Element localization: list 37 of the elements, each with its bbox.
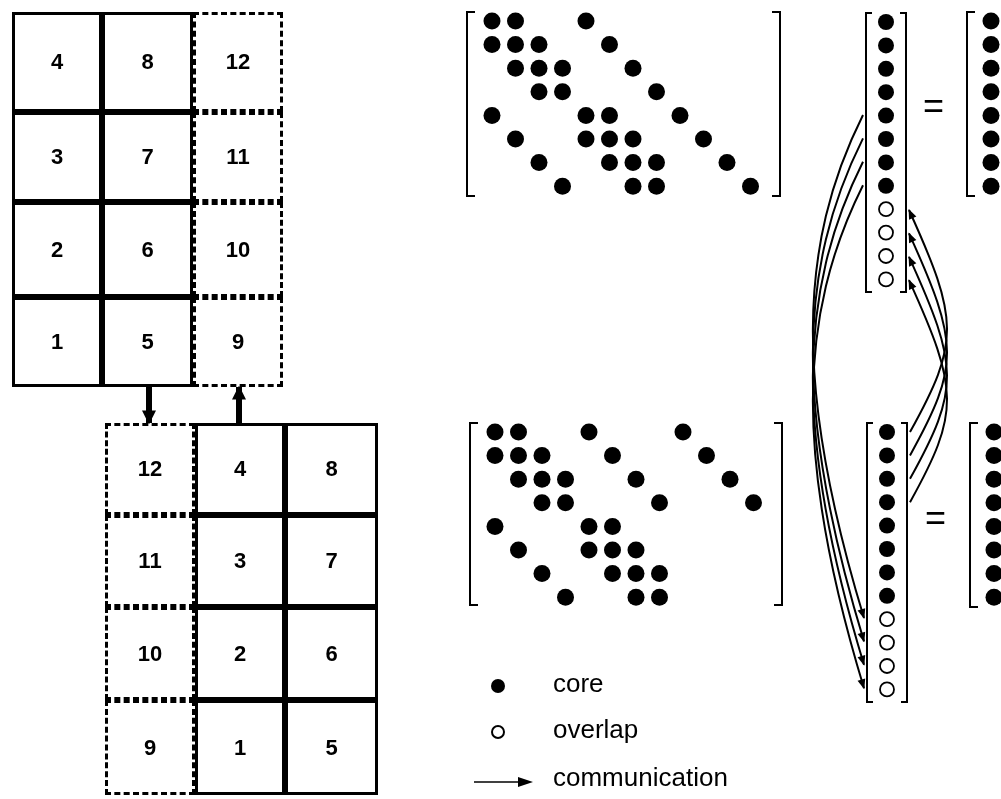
equals-sign: = <box>923 88 945 124</box>
arrow <box>908 232 948 457</box>
arrow <box>232 385 246 423</box>
overlap-cell: 11 <box>105 515 195 607</box>
core-cell: 4 <box>12 12 102 112</box>
equals-sign: = <box>925 500 947 536</box>
core-cell: 1 <box>195 700 285 795</box>
core-cell: 1 <box>12 297 102 387</box>
overlap-cell: 10 <box>105 607 195 700</box>
legend-label: overlap <box>553 716 639 742</box>
core-cell: 6 <box>285 607 378 700</box>
vector-drawing <box>866 422 908 703</box>
overlap-cell: 11 <box>193 112 283 202</box>
overlap-cell: 12 <box>193 12 283 112</box>
core-cell: 5 <box>102 297 193 387</box>
core-cell: 7 <box>285 515 378 607</box>
core-cell: 5 <box>285 700 378 795</box>
legend-label: communication <box>553 764 728 790</box>
vector-drawing <box>865 12 907 293</box>
legend-label: core <box>553 670 604 696</box>
core-cell: 8 <box>102 12 193 112</box>
core-cell: 3 <box>195 515 285 607</box>
arrow <box>908 255 948 480</box>
core-cell: 8 <box>285 423 378 515</box>
core-cell: 2 <box>195 607 285 700</box>
arrow <box>142 387 156 425</box>
core-cell: 2 <box>12 202 102 297</box>
overlap-cell: 9 <box>105 700 195 795</box>
core-cell: 7 <box>102 112 193 202</box>
core-cell: 3 <box>12 112 102 202</box>
overlap-cell: 10 <box>193 202 283 297</box>
arrow <box>908 209 948 433</box>
core-cell: 4 <box>195 423 285 515</box>
arrow <box>908 279 948 504</box>
core-cell: 6 <box>102 202 193 297</box>
overlap-cell: 9 <box>193 297 283 387</box>
overlap-cell: 12 <box>105 423 195 515</box>
